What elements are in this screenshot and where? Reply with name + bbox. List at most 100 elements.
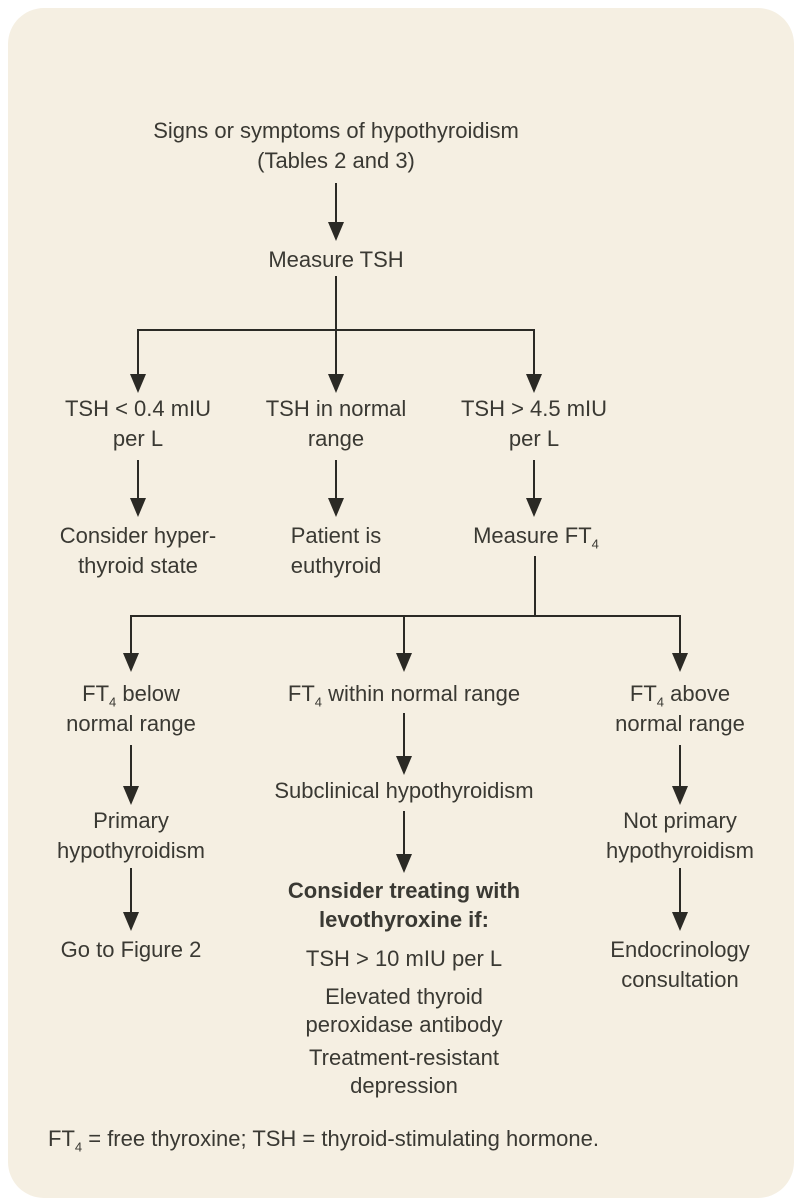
arrow-shaft bbox=[403, 713, 405, 761]
arrow-branch-tsh-high bbox=[526, 330, 542, 393]
node-tsh-high: TSH > 4.5 mIU per L bbox=[461, 394, 607, 454]
node-text-line: Consider treating with bbox=[287, 878, 521, 903]
arrow-head-icon bbox=[328, 498, 344, 517]
node-text-line: Patient is bbox=[290, 523, 382, 548]
figure-card: Signs or symptoms of hypothyroidism (Tab… bbox=[8, 8, 794, 1198]
arrow-head-icon bbox=[130, 498, 146, 517]
node-treat-criterion-antibody: Elevated thyroid peroxidase antibody bbox=[306, 983, 503, 1039]
node-treat-criterion-depression: Treatment-resistant depression bbox=[309, 1044, 499, 1100]
node-text: above bbox=[664, 681, 731, 706]
arrow-branch-tsh-low bbox=[130, 330, 146, 393]
arrow-shaft bbox=[403, 616, 405, 658]
arrow-shaft bbox=[137, 330, 139, 379]
node-text-line: Go to Figure 2 bbox=[60, 937, 202, 962]
node-text: within normal range bbox=[322, 681, 521, 706]
subscript-4: 4 bbox=[74, 1139, 83, 1155]
arrow-head-icon bbox=[123, 786, 139, 805]
arrow-shaft bbox=[533, 460, 535, 503]
arrow-head-icon bbox=[123, 653, 139, 672]
node-text: FT bbox=[287, 681, 315, 706]
arrow-head-icon bbox=[396, 653, 412, 672]
arrow-tsh-low-to-hyperthyroid bbox=[130, 460, 146, 517]
arrow-shaft bbox=[130, 868, 132, 917]
node-text: below bbox=[116, 681, 180, 706]
node-text: FT bbox=[82, 681, 110, 706]
arrow-head-icon bbox=[526, 498, 542, 517]
node-ft4-within: FT4 within normal range bbox=[288, 679, 520, 709]
node-text-line: peroxidase antibody bbox=[305, 1012, 503, 1037]
node-text-line: Not primary bbox=[623, 808, 737, 833]
arrow-shaft bbox=[137, 460, 139, 503]
node-hyperthyroid: Consider hyper- thyroid state bbox=[60, 521, 217, 581]
arrow-head-icon bbox=[130, 374, 146, 393]
node-text-line: Primary bbox=[93, 808, 169, 833]
node-text-line: hypothyroidism bbox=[57, 838, 205, 863]
node-text-line: Measure FT4 bbox=[473, 521, 599, 551]
node-text-line: depression bbox=[350, 1073, 458, 1098]
subscript-4: 4 bbox=[656, 694, 665, 710]
arrow-tsh-normal-to-euthyroid bbox=[328, 460, 344, 517]
node-text-line: normal range bbox=[66, 711, 196, 736]
node-measure-tsh: Measure TSH bbox=[268, 245, 403, 275]
node-text-line: euthyroid bbox=[290, 553, 382, 578]
node-go-to-figure2: Go to Figure 2 bbox=[61, 935, 202, 965]
arrow-shaft bbox=[130, 616, 132, 658]
node-text-line: Signs or symptoms of hypothyroidism bbox=[153, 118, 519, 143]
node-text-line: hypothyroidism bbox=[606, 838, 754, 863]
node-signs-symptoms: Signs or symptoms of hypothyroidism (Tab… bbox=[153, 116, 519, 176]
node-text-line: Measure TSH bbox=[268, 247, 404, 272]
arrow-ft4-below-to-primary bbox=[123, 745, 139, 805]
node-text-line: normal range bbox=[615, 711, 745, 736]
node-text-line: thyroid state bbox=[78, 553, 198, 578]
node-ft4-above: FT4 above normal range bbox=[615, 679, 745, 739]
node-text-line: Subclinical hypothyroidism bbox=[274, 778, 534, 803]
arrow-shaft bbox=[679, 616, 681, 658]
arrow-subclinical-to-treat bbox=[396, 811, 412, 873]
arrow-shaft bbox=[679, 868, 681, 917]
node-text-line: levothyroxine if: bbox=[319, 907, 489, 932]
arrow-head-icon bbox=[526, 374, 542, 393]
arrow-shaft bbox=[403, 811, 405, 859]
arrow-tsh-high-to-measure-ft4 bbox=[526, 460, 542, 517]
arrow-head-icon bbox=[672, 653, 688, 672]
arrow-shaft bbox=[130, 745, 132, 791]
node-primary-hypothyroidism: Primary hypothyroidism bbox=[57, 806, 205, 866]
node-tsh-low: TSH < 0.4 mIU per L bbox=[65, 394, 211, 454]
footnote: FT4 = free thyroxine; TSH = thyroid-stim… bbox=[48, 1125, 599, 1155]
footnote-text: FT bbox=[48, 1126, 75, 1151]
node-text-line: (Tables 2 and 3) bbox=[257, 148, 415, 173]
node-text-line: Treatment-resistant bbox=[309, 1045, 499, 1070]
arrow-ft4-above-to-not-primary bbox=[672, 745, 688, 805]
node-text: FT bbox=[629, 681, 657, 706]
arrow-ft4-within-to-subclinical bbox=[396, 713, 412, 775]
connector-stem-tsh bbox=[335, 276, 337, 330]
subscript-4: 4 bbox=[109, 694, 117, 710]
node-text-line: FT4 above bbox=[615, 679, 745, 709]
arrow-shaft bbox=[679, 745, 681, 791]
arrow-head-icon bbox=[396, 854, 412, 873]
arrow-shaft bbox=[335, 183, 337, 227]
node-text-line: consultation bbox=[621, 967, 739, 992]
node-not-primary-hypothyroidism: Not primary hypothyroidism bbox=[606, 806, 754, 866]
node-text-line: FT4 within normal range bbox=[288, 679, 520, 709]
subscript-4: 4 bbox=[591, 536, 599, 552]
arrow-branch-ft4-within bbox=[396, 616, 412, 672]
node-euthyroid: Patient is euthyroid bbox=[291, 521, 382, 581]
subscript-4: 4 bbox=[314, 694, 323, 710]
arrow-branch-tsh-normal bbox=[328, 330, 344, 393]
arrow-head-icon bbox=[328, 374, 344, 393]
arrow-primary-to-figure2 bbox=[123, 868, 139, 931]
node-treat-criterion-tsh: TSH > 10 mIU per L bbox=[306, 945, 502, 973]
node-text-line: TSH in normal bbox=[265, 396, 407, 421]
arrow-branch-ft4-above bbox=[672, 616, 688, 672]
node-text-line: Consider hyper- bbox=[59, 523, 217, 548]
arrow-branch-ft4-below bbox=[123, 616, 139, 672]
node-ft4-below: FT4 below normal range bbox=[66, 679, 196, 739]
node-text-line: TSH > 4.5 mIU bbox=[460, 396, 608, 421]
arrow-head-icon bbox=[672, 786, 688, 805]
node-text-line: TSH < 0.4 mIU bbox=[64, 396, 212, 421]
arrow-head-icon bbox=[396, 756, 412, 775]
arrow-not-primary-to-endocrinology bbox=[672, 868, 688, 931]
arrow-shaft bbox=[335, 330, 337, 379]
footnote-text: = free thyroxine; TSH = thyroid-stimulat… bbox=[82, 1126, 599, 1151]
